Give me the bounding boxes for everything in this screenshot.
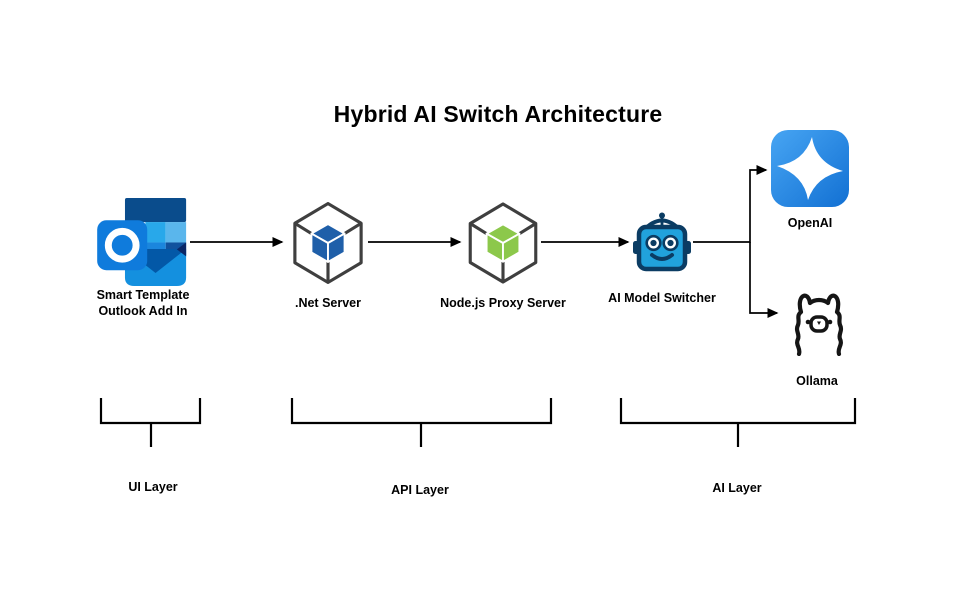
switcher-node: AI Model Switcher [608, 212, 716, 305]
switcher-node-label: AI Model Switcher [608, 291, 716, 305]
diagram-title: Hybrid AI Switch Architecture [333, 101, 663, 127]
openai-node: OpenAI [771, 130, 849, 230]
ai-layer-label: AI Layer [712, 481, 762, 495]
nodejs-node-label: Node.js Proxy Server [440, 296, 566, 310]
outlook-icon [97, 198, 187, 286]
ollama-node: Ollama [789, 286, 849, 388]
openai-node-label: OpenAI [787, 216, 833, 230]
ai-layer-bracket [619, 398, 857, 447]
api-layer-label: API Layer [391, 483, 449, 497]
outlook-node-label: Smart Template Outlook Add In [96, 288, 190, 318]
nodejs-node: Node.js Proxy Server [440, 202, 566, 310]
ui-layer-label: UI Layer [128, 480, 178, 494]
dotnet-node: .Net Server [288, 202, 368, 310]
ollama-llama-icon [794, 293, 844, 356]
api-layer-bracket [290, 398, 553, 447]
ollama-node-label: Ollama [796, 374, 838, 388]
dotnet-node-label: .Net Server [294, 296, 361, 310]
dotnet-cube-icon [293, 202, 363, 284]
robot-icon [633, 212, 691, 272]
arrow-switcher-to-ollama [749, 242, 779, 318]
nodejs-cube-icon [468, 202, 538, 284]
openai-sparkle-icon [771, 130, 849, 207]
outlook-node: Smart Template Outlook Add In [97, 198, 190, 318]
arrow-switcher-to-openai [693, 165, 768, 243]
ui-layer-bracket [99, 398, 202, 447]
